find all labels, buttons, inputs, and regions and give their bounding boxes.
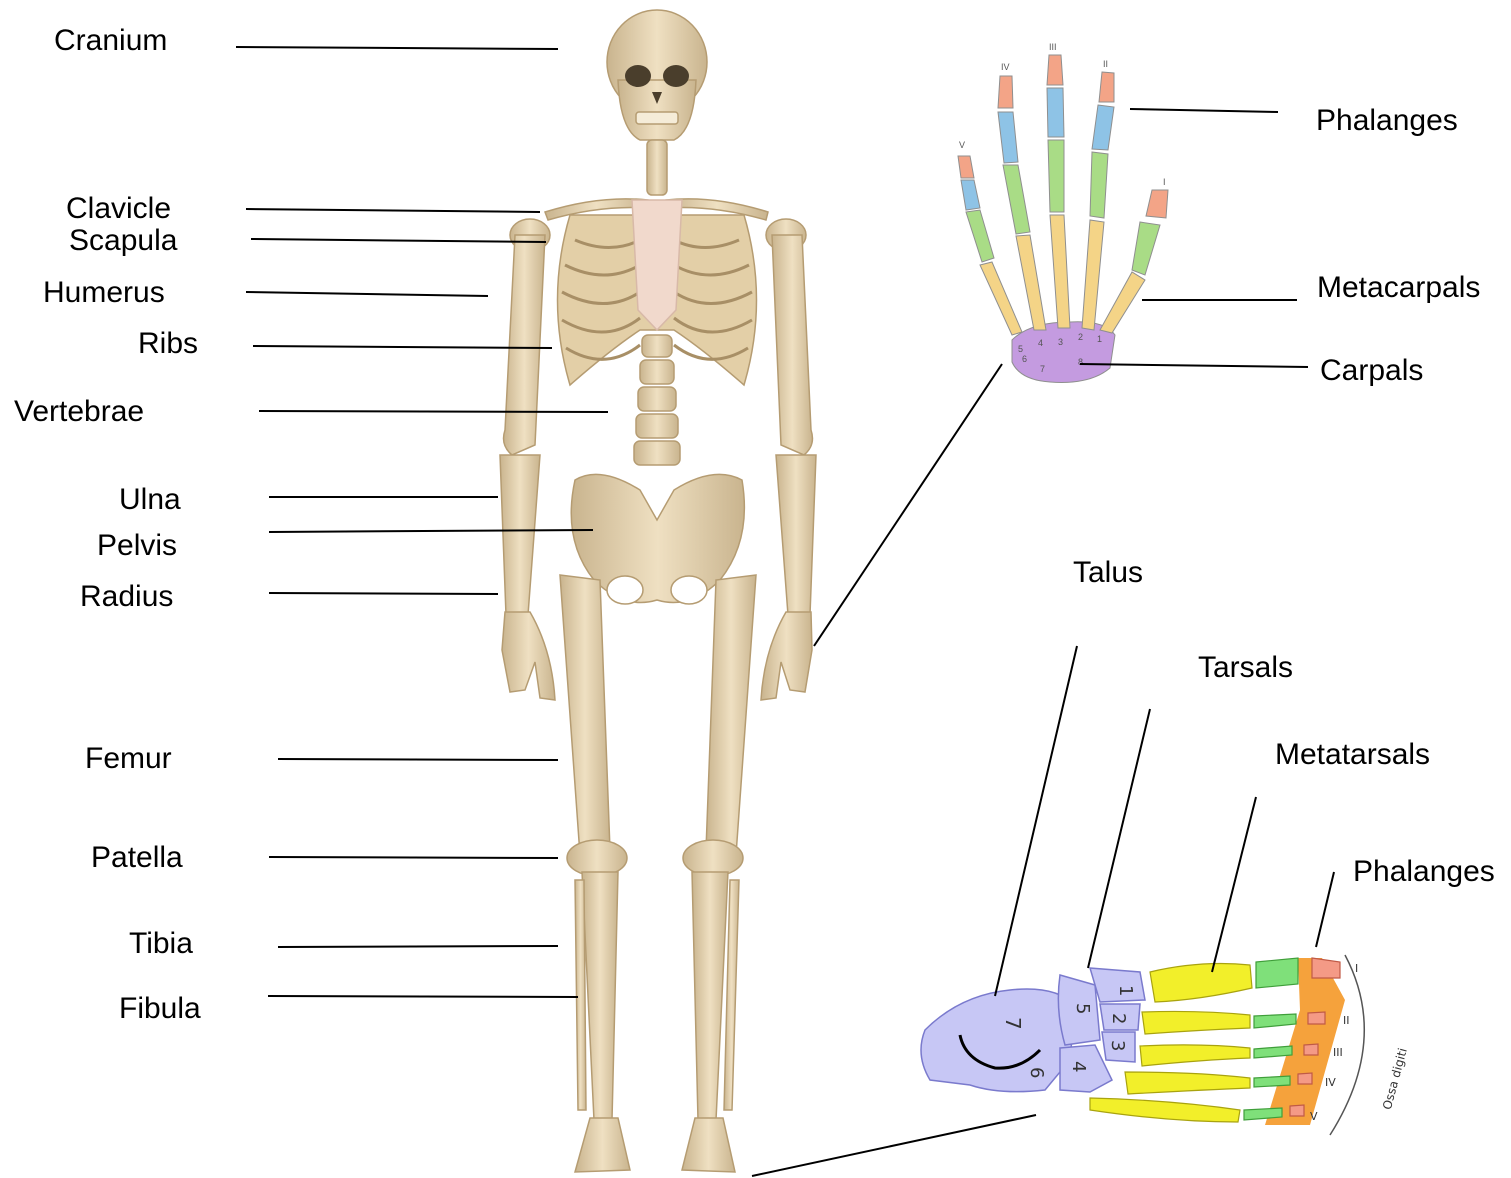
carpal-bones bbox=[1012, 322, 1115, 383]
tarsal-number: 1 bbox=[1115, 985, 1136, 996]
tarsal-number: 3 bbox=[1107, 1040, 1128, 1051]
carpal-number: 6 bbox=[1022, 354, 1027, 364]
fibula-left bbox=[575, 880, 586, 1110]
humerus-left bbox=[504, 235, 545, 455]
leader-tarsals bbox=[1088, 709, 1150, 968]
hand-digit-numeral: V bbox=[959, 140, 965, 150]
hand-right bbox=[761, 612, 812, 700]
tarsal-number: 2 bbox=[1108, 1013, 1129, 1024]
leader-hand-to-skeleton bbox=[814, 364, 1002, 646]
label-humerus: Humerus bbox=[43, 278, 165, 308]
label-radius: Radius bbox=[80, 582, 173, 612]
carpal-number: 5 bbox=[1018, 344, 1023, 354]
label-vertebrae: Vertebrae bbox=[14, 397, 144, 427]
foot-digit-numeral: IV bbox=[1325, 1076, 1336, 1089]
carpal-number: 4 bbox=[1038, 338, 1043, 348]
label-patella: Patella bbox=[91, 843, 183, 873]
carpal-number: 8 bbox=[1078, 357, 1083, 367]
leader-radius bbox=[269, 593, 498, 594]
sternum bbox=[632, 200, 682, 330]
tarsal-number: 6 bbox=[1026, 1067, 1047, 1078]
leader-clavicle bbox=[246, 209, 540, 212]
leader-hand-phalanges bbox=[1130, 109, 1278, 112]
hand-digit-numeral: IV bbox=[1001, 62, 1010, 72]
foot-digit-numeral: V bbox=[1310, 1110, 1318, 1123]
foot-diagram bbox=[921, 955, 1364, 1135]
carpal-number: 7 bbox=[1040, 364, 1045, 374]
foot-digit-numeral: III bbox=[1333, 1046, 1343, 1059]
hand-digit-numeral: I bbox=[1163, 177, 1166, 187]
carpal-number: 3 bbox=[1058, 337, 1063, 347]
hand-digit-numeral: III bbox=[1049, 42, 1057, 52]
lumbar-spine bbox=[634, 335, 680, 465]
patella-left bbox=[567, 840, 627, 876]
leader-metatarsals bbox=[1212, 797, 1256, 972]
label-scapula: Scapula bbox=[69, 226, 177, 256]
foot-left bbox=[575, 1118, 630, 1172]
forearm-right bbox=[776, 455, 816, 615]
carpal-number: 2 bbox=[1078, 332, 1083, 342]
leader-pelvis bbox=[269, 530, 593, 532]
label-fibula: Fibula bbox=[119, 994, 201, 1024]
leader-vertebrae bbox=[259, 411, 608, 412]
tibia-right bbox=[692, 872, 728, 1120]
tibia-left bbox=[582, 872, 618, 1120]
humerus-right bbox=[772, 235, 812, 455]
label-foot-phalanges: Phalanges bbox=[1353, 857, 1495, 887]
leader-ribs bbox=[253, 346, 552, 348]
forearm-left bbox=[500, 455, 540, 615]
foot-caption: Ossa digiti bbox=[1380, 1047, 1410, 1112]
label-talus: Talus bbox=[1073, 558, 1143, 588]
hand-digit-numeral: II bbox=[1103, 59, 1108, 69]
patella-right bbox=[683, 840, 743, 876]
leader-tibia bbox=[278, 946, 558, 947]
leader-lines bbox=[236, 47, 1334, 1176]
leader-cranium bbox=[236, 47, 558, 49]
leader-carpals bbox=[1080, 364, 1308, 367]
leader-talus bbox=[995, 646, 1077, 996]
label-metacarpals: Metacarpals bbox=[1317, 273, 1480, 303]
leader-scapula bbox=[251, 239, 546, 242]
calcaneus bbox=[921, 989, 1075, 1092]
label-tarsals: Tarsals bbox=[1198, 653, 1293, 683]
carpal-number: 1 bbox=[1097, 334, 1102, 344]
leader-foot-to-skeleton bbox=[752, 1115, 1036, 1176]
tarsal-number: 4 bbox=[1068, 1061, 1089, 1072]
femur-left bbox=[560, 575, 610, 855]
foot-right bbox=[682, 1118, 735, 1172]
label-ribs: Ribs bbox=[138, 329, 198, 359]
label-carpals: Carpals bbox=[1320, 356, 1423, 386]
label-clavicle: Clavicle bbox=[66, 194, 171, 224]
hand-diagram bbox=[958, 55, 1168, 382]
label-femur: Femur bbox=[85, 744, 172, 774]
label-metatarsals: Metatarsals bbox=[1275, 740, 1430, 770]
femur-right bbox=[706, 575, 756, 855]
leader-fibula bbox=[268, 996, 578, 997]
leader-humerus bbox=[246, 292, 488, 296]
leader-patella bbox=[269, 857, 558, 858]
cervical-spine bbox=[647, 140, 667, 195]
leader-foot-phalanges bbox=[1316, 872, 1334, 947]
label-ulna: Ulna bbox=[119, 485, 181, 515]
label-hand-phalanges: Phalanges bbox=[1316, 106, 1458, 136]
foot-digit-numeral: I bbox=[1355, 962, 1358, 975]
tarsal-number: 7 bbox=[1001, 1017, 1025, 1030]
hand-left bbox=[502, 612, 555, 700]
label-pelvis: Pelvis bbox=[97, 531, 177, 561]
skull-face bbox=[618, 80, 696, 140]
label-tibia: Tibia bbox=[129, 929, 193, 959]
leader-femur bbox=[278, 759, 558, 760]
tarsal-number: 5 bbox=[1072, 1003, 1093, 1014]
label-cranium: Cranium bbox=[54, 26, 167, 56]
foot-digit-numeral: II bbox=[1343, 1014, 1350, 1027]
